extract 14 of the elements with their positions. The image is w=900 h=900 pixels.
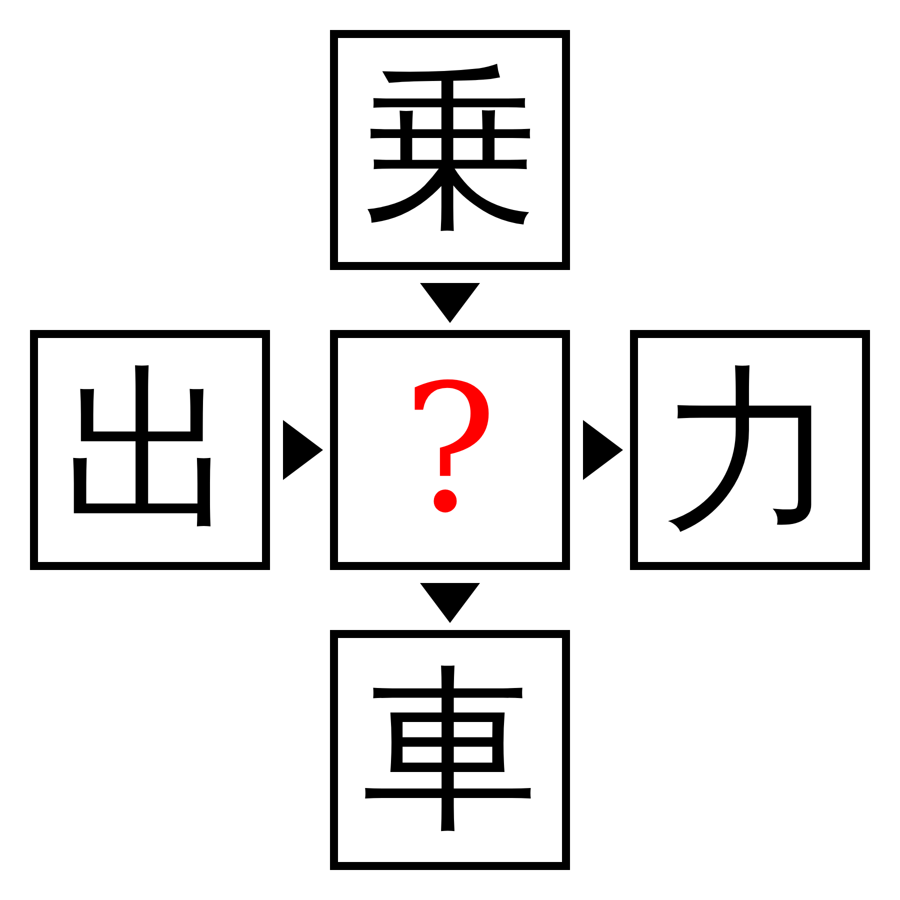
question-mark: ? [402, 362, 498, 538]
arrow [283, 420, 323, 480]
character-box [30, 330, 270, 570]
character-box [630, 330, 870, 570]
kanji-character: 車 [362, 662, 538, 838]
character-box [330, 630, 570, 870]
arrow [583, 420, 623, 480]
kanji-character: 出 [62, 362, 238, 538]
kanji-character: 力 [662, 362, 838, 538]
arrow [420, 583, 480, 623]
character-box [330, 330, 570, 570]
character-box [330, 30, 570, 270]
kanji-character: 乗 [362, 62, 538, 238]
arrow [420, 283, 480, 323]
